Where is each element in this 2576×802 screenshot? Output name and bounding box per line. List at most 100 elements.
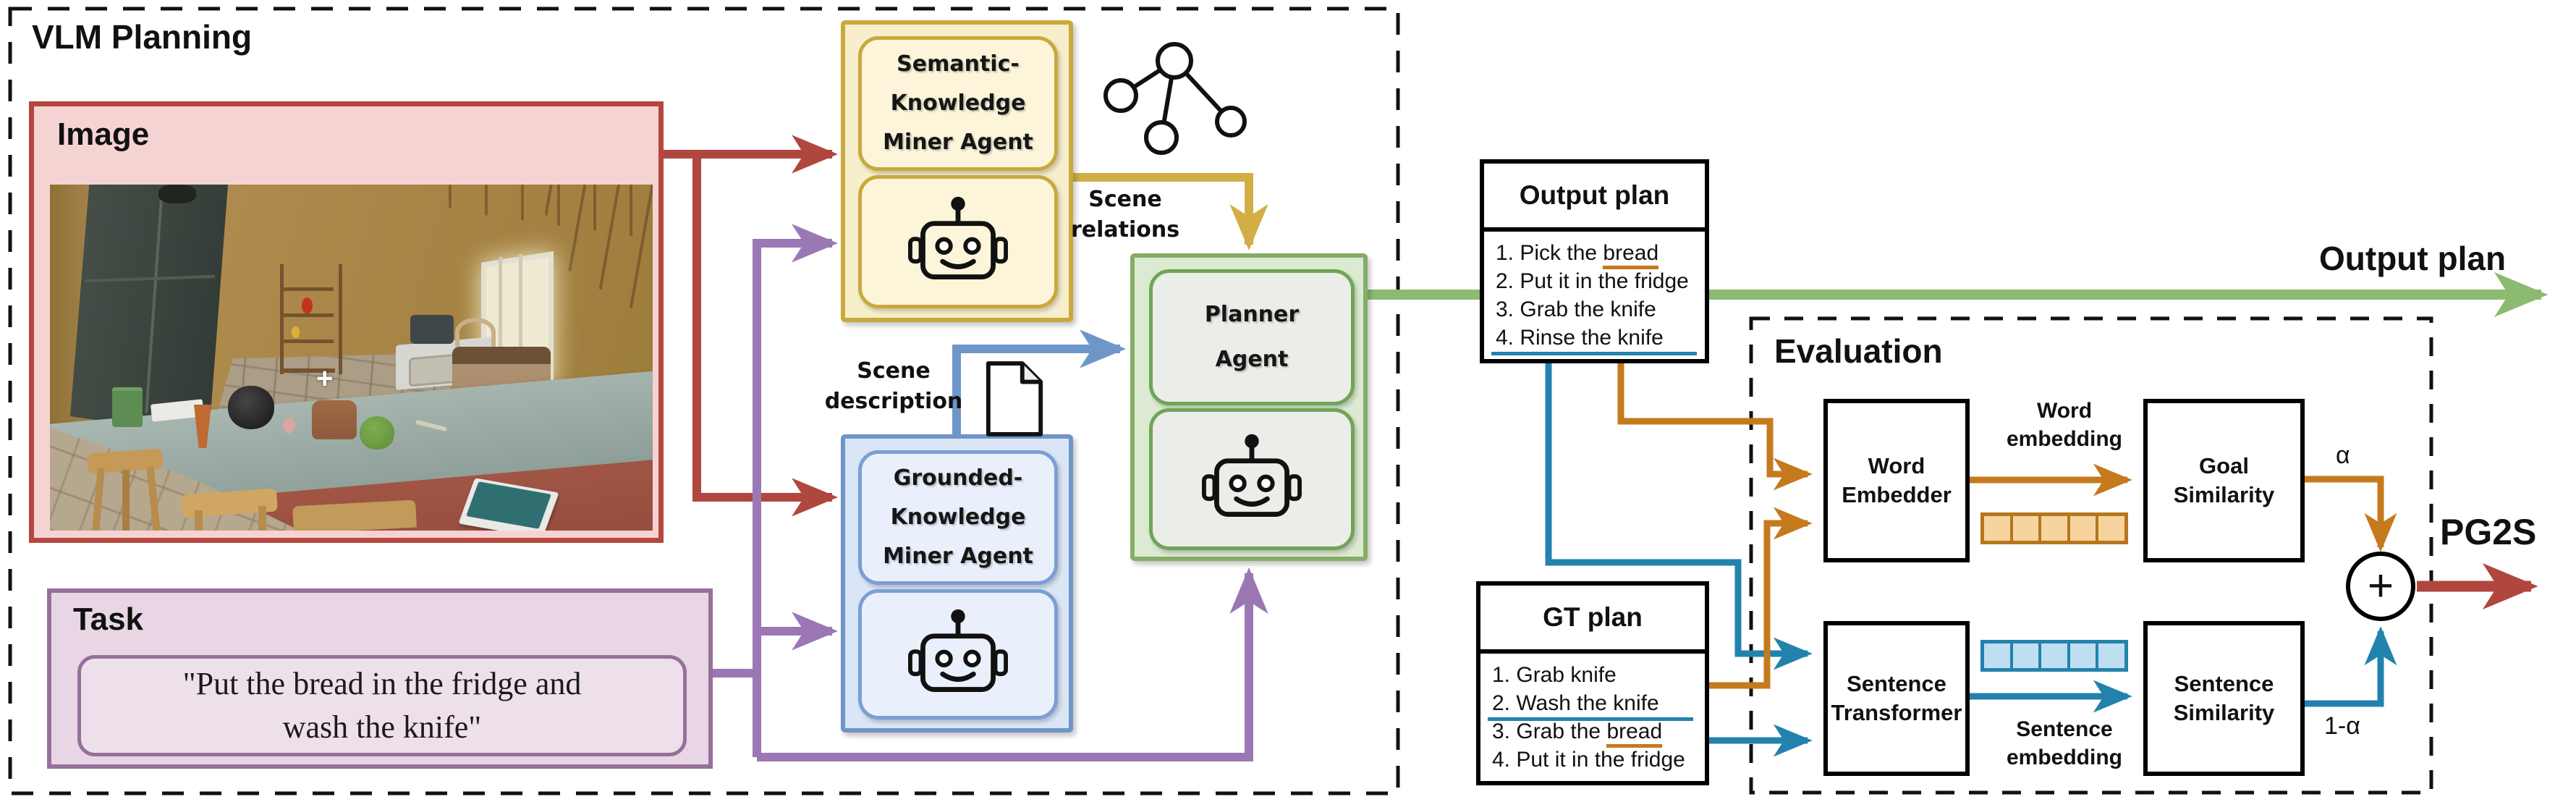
- stool-2-leg-b: [258, 506, 266, 531]
- stool-2-leg-a: [195, 510, 203, 531]
- toaster: [410, 315, 454, 344]
- plan-step-text: 3. Grab the: [1492, 719, 1607, 743]
- task-quote-box: "Put the bread in the fridge and wash th…: [77, 655, 687, 756]
- semantic-agent-title-line1: Semantic-: [897, 51, 1020, 77]
- gt-plan-box: GT plan 1. Grab knife 2. Wash the knife 3.…: [1476, 581, 1709, 785]
- underlined-word: bread: [1606, 719, 1663, 748]
- robot-icon: [1202, 434, 1302, 517]
- planner-agent-title-box: Planner Agent: [1149, 269, 1355, 405]
- yellow-jar: [292, 326, 300, 338]
- word-embedder-line2: Embedder: [1842, 482, 1952, 507]
- task-quote-line2: wash the knife": [282, 709, 482, 745]
- sentence-transformer-line2: Transformer: [1831, 700, 1962, 725]
- grounded-agent-title-line2: Knowledge: [890, 505, 1026, 530]
- grounded-knowledge-miner-agent-box: Grounded- Knowledge Miner Agent: [841, 434, 1073, 733]
- sentence-embedding-line1: Sentence: [2016, 717, 2113, 741]
- planner-agent-title-line2: Agent: [1215, 347, 1289, 372]
- task-quote-line1: "Put the bread in the fridge and: [182, 666, 582, 701]
- faucet: [455, 318, 496, 347]
- plan-step-text: 2. Wash the knife: [1492, 691, 1659, 715]
- shelf-board-2: [281, 313, 334, 317]
- grounded-agent-robot-box: [858, 589, 1058, 719]
- vector-cell: [2098, 643, 2124, 668]
- image-panel-label: Image: [57, 117, 150, 152]
- red-vase: [302, 297, 313, 313]
- word-embedder-line1: Word: [1868, 453, 1925, 478]
- shelf-board-3: [281, 339, 334, 343]
- one-minus-alpha-label: 1-α: [2324, 712, 2360, 740]
- semantic-knowledge-miner-agent-box: Semantic- Knowledge Miner Agent: [841, 20, 1073, 322]
- arrow-scene-relations-to-planner: [1073, 173, 1268, 250]
- evaluation-dashed-border: [1749, 316, 2433, 795]
- scene-description-label: Scene description: [803, 356, 984, 417]
- arrow-outputplan-to-word-embedder: [1617, 360, 1813, 491]
- egg: [283, 418, 295, 434]
- graph-icon: [1103, 42, 1247, 155]
- document-icon: [986, 361, 1043, 436]
- semantic-agent-title-line3: Miner Agent: [883, 130, 1033, 155]
- plan-step: 2. Wash the knife: [1488, 689, 1700, 721]
- task-panel-label: Task: [73, 602, 144, 637]
- plan-step-text: 2. Put it in the fridge: [1496, 269, 1689, 293]
- shelf-board-1: [281, 287, 334, 291]
- word-embedding-line1: Word: [2036, 399, 2093, 423]
- vector-cell: [1984, 516, 2013, 541]
- plan-step-text: 4. Put it in the fridge: [1492, 748, 1685, 772]
- plan-step-text: 1. Grab knife: [1492, 663, 1617, 687]
- plan-step: 1. Pick the bread: [1496, 239, 1700, 269]
- plan-step: 1. Grab knife: [1492, 661, 1700, 689]
- planner-agent-robot-box: [1149, 408, 1355, 550]
- scene-description-line1: Scene: [857, 358, 931, 384]
- sentence-transformer-line1: Sentence: [1847, 671, 1946, 696]
- semantic-agent-title-box: Semantic- Knowledge Miner Agent: [858, 36, 1058, 171]
- bread-loaf: [312, 400, 357, 439]
- word-embedding-line2: embedding: [2006, 427, 2122, 451]
- vector-cell: [2012, 516, 2042, 541]
- plus-circle-icon: +: [2346, 552, 2415, 621]
- planner-agent-title-line1: Planner: [1204, 302, 1300, 327]
- grounded-agent-title-line3: Miner Agent: [883, 544, 1033, 569]
- sentence-embedding-line2: embedding: [2006, 746, 2122, 769]
- arrow-outputplan-to-sentence-transformer: [1545, 360, 1813, 670]
- vector-cell: [2041, 516, 2070, 541]
- underlined-word: bread: [1603, 241, 1659, 269]
- plan-step-underline: [1491, 352, 1697, 355]
- grounded-agent-title-line1: Grounded-: [893, 465, 1023, 491]
- plan-step: 3. Grab the knife: [1496, 295, 1700, 324]
- scene-relations-line2: relations: [1070, 217, 1180, 242]
- plan-step-text: 1. Pick the: [1496, 241, 1603, 265]
- pg2s-label: PG2S: [2440, 512, 2537, 552]
- sentence-embedding-label: Sentence embedding: [1981, 715, 2148, 772]
- kitchen-scene-image: +: [50, 185, 653, 531]
- gt-plan-title: GT plan: [1480, 586, 1705, 654]
- scene-relations-line1: Scene: [1088, 187, 1162, 212]
- vector-cell: [2069, 516, 2099, 541]
- arrow-scene-description-to-planner: [952, 329, 1126, 436]
- grounded-agent-title-box: Grounded- Knowledge Miner Agent: [858, 450, 1058, 585]
- scene-description-line2: description: [824, 389, 963, 414]
- word-embedding-label: Word embedding: [1981, 397, 2148, 453]
- arrow-image-to-grounded-agent: [692, 154, 838, 517]
- arrow-task-to-semantic-agent: [753, 224, 838, 757]
- image-panel: Image: [29, 101, 664, 543]
- robot-icon: [908, 196, 1008, 279]
- vector-cell: [1984, 643, 2013, 668]
- shelf-board-4: [280, 368, 335, 373]
- word-embedding-vector: [1980, 512, 2128, 544]
- coffee-machine-lid: [452, 347, 551, 364]
- plan-step-text: 4. Rinse the knife: [1496, 326, 1664, 350]
- green-bin: [112, 387, 143, 427]
- ladder-shelf: [280, 264, 342, 374]
- sentence-transformer-box: Sentence Transformer: [1823, 621, 1970, 776]
- sentence-similarity-line1: Sentence: [2174, 671, 2274, 696]
- vector-cell: [2041, 643, 2070, 668]
- task-panel: Task "Put the bread in the fridge and wa…: [47, 588, 713, 769]
- vector-cell: [2012, 643, 2042, 668]
- word-embedder-box: Word Embedder: [1823, 399, 1970, 562]
- arrow-task-to-planner-agent: [757, 567, 1268, 761]
- robot-icon: [908, 609, 1008, 692]
- plan-step: 4. Put it in the fridge: [1492, 746, 1700, 774]
